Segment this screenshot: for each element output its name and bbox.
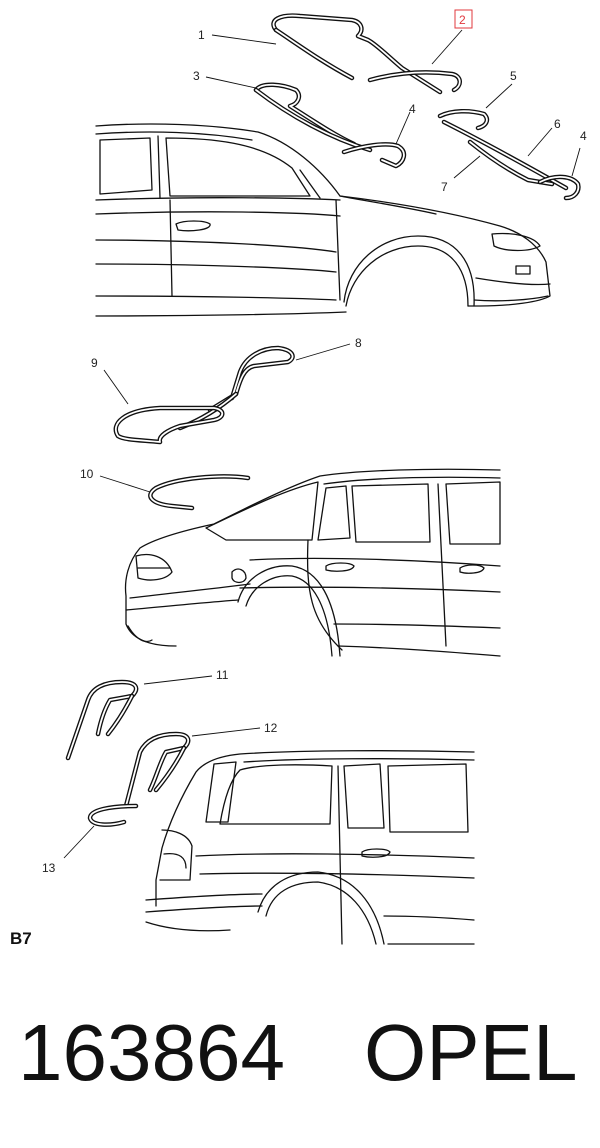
callout-9: 9 [91, 356, 98, 370]
callout-labels: 1 2 3 4 5 6 4 7 8 9 10 11 12 13 [42, 9, 587, 875]
seal-part-5 [437, 109, 490, 131]
sedan-front-outline [95, 123, 551, 317]
leader-lines [63, 29, 581, 859]
callout-13: 13 [42, 861, 56, 875]
sedan-rear-outline [124, 468, 501, 657]
callout-2-highlight-box [454, 9, 473, 29]
seal-part-1 [271, 13, 443, 95]
part-number: 163864 [18, 1008, 285, 1097]
callout-4b: 4 [580, 129, 587, 143]
seal-part-2 [367, 70, 462, 93]
brand-name: OPEL [364, 1008, 577, 1097]
seal-part-3 [253, 82, 373, 153]
callout-6: 6 [554, 117, 561, 131]
seal-part-8 [177, 345, 295, 431]
callout-5: 5 [510, 69, 517, 83]
callout-3: 3 [193, 69, 200, 83]
callout-1: 1 [198, 28, 205, 42]
section-label: B7 [10, 929, 32, 948]
seal-part-13 [87, 803, 139, 827]
estate-rear-outline [145, 750, 475, 945]
seal-part-4-front [341, 142, 407, 169]
seal-part-4-rear [537, 174, 581, 201]
seal-part-12 [123, 731, 191, 809]
callout-7: 7 [441, 180, 448, 194]
callout-11: 11 [216, 668, 229, 682]
callout-10: 10 [80, 467, 94, 481]
seal-part-11 [65, 679, 139, 761]
seal-part-9 [113, 405, 225, 445]
seal-part-7 [467, 139, 555, 187]
callout-12: 12 [264, 721, 278, 735]
callout-8: 8 [355, 336, 362, 350]
callout-2: 2 [459, 13, 466, 27]
seal-part-10 [148, 474, 251, 511]
callout-4a: 4 [409, 102, 416, 116]
